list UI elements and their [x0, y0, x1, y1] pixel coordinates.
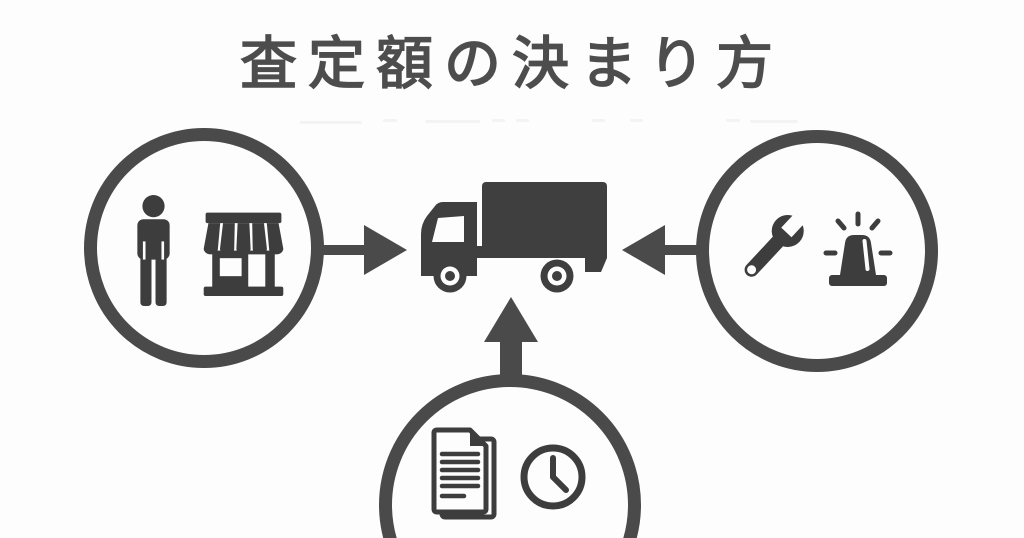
- arrow-bottom-to-truck-icon: [484, 297, 538, 379]
- node-condition-circle: [696, 130, 938, 372]
- truck-icon: [421, 182, 607, 293]
- arrow-left-to-truck-icon: [316, 225, 407, 275]
- documents-icon: [431, 427, 497, 520]
- person-icon: [137, 195, 170, 306]
- node-paperwork-circle: [379, 374, 641, 538]
- page-title: 査定額の決まり方: [240, 32, 784, 96]
- siren-icon: [823, 211, 893, 286]
- wrench-icon: [744, 210, 807, 277]
- node-seller-circle: [84, 128, 324, 368]
- arrow-right-to-truck-icon: [622, 225, 704, 275]
- clock-icon: [520, 444, 586, 510]
- store-icon: [203, 212, 284, 297]
